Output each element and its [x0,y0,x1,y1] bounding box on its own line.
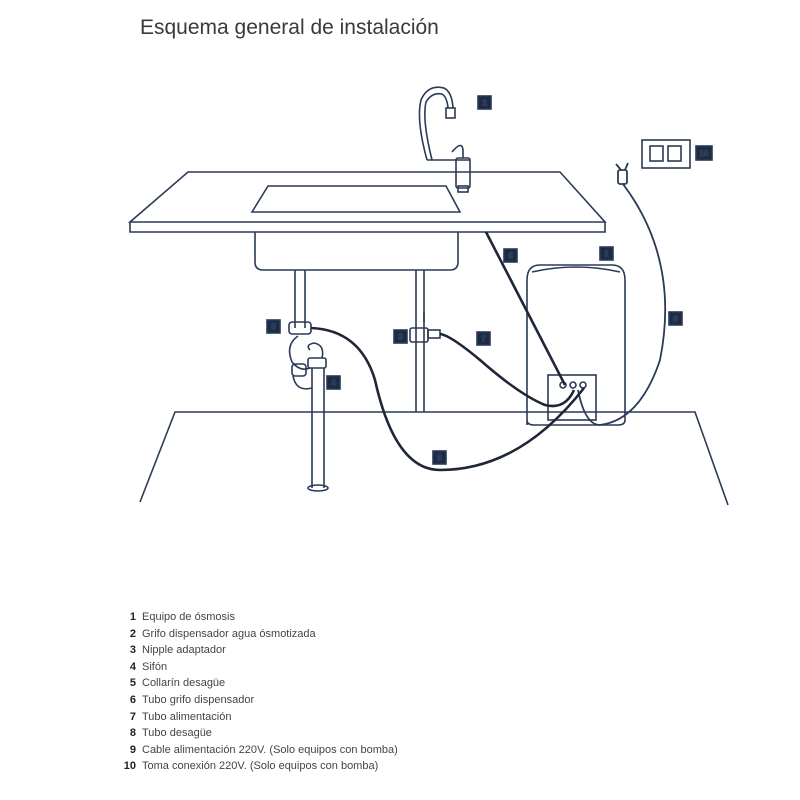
callout-1: 1 [599,246,614,261]
legend-number: 1 [129,611,136,623]
legend: 1 Equipo de ósmosis 2 Grifo dispensador ag… [114,609,398,775]
tube-7 [439,332,576,408]
legend-item: 4 Sifón [114,659,398,676]
svg-text:8: 8 [437,454,442,463]
svg-text:6: 6 [508,252,513,261]
callout-8: 8 [432,450,447,465]
svg-text:10: 10 [700,149,709,158]
callout-5: 5 [266,319,281,334]
callout-4: 4 [326,375,341,390]
sink [250,185,462,271]
legend-item: 7 Tubo alimentación [114,709,398,726]
floor [139,411,729,506]
legend-text: Collarín desagüe [142,677,226,690]
svg-text:7: 7 [481,335,486,344]
legend-number: 6 [129,693,136,706]
osmosis-unit [526,264,626,426]
legend-item: 8 Tubo desagüe [114,725,398,742]
callout-10: 10 [695,145,713,161]
power-cable [577,162,667,426]
legend-item: 3 Nipple adaptador [114,642,398,659]
legend-item: 1 Equipo de ósmosis [114,609,398,626]
legend-text: Sifón [142,660,168,673]
tube-6 [484,231,567,386]
tube-8 [310,326,586,472]
callout-9: 9 [668,311,683,326]
svg-text:4: 4 [331,379,336,388]
svg-text:1: 1 [604,250,609,259]
legend-text: Equipo de ósmosis [142,611,235,623]
faucet [418,86,471,193]
drain-pipes [288,270,441,492]
legend-number: 8 [129,727,136,740]
wall-outlet [641,139,691,169]
callout-3: 3 [393,329,408,344]
legend-item: 10 Toma conexión 220V. (Solo equipos con … [114,758,398,775]
svg-text:9: 9 [673,315,678,324]
legend-item: 6 Tubo grifo dispensador [114,692,398,709]
tubes [310,231,586,472]
callout-2: 2 [477,95,492,110]
legend-text: Toma conexión 220V. (Solo equipos con bo… [142,760,379,773]
legend-number: 5 [129,677,136,690]
legend-text: Tubo desagüe [142,727,212,740]
diagram-title: Esquema general de instalación [140,16,439,39]
callout-6: 6 [503,248,518,263]
legend-number: 9 [129,743,136,756]
callout-7: 7 [476,331,491,346]
legend-item: 5 Collarín desagüe [114,675,398,692]
legend-item: 2 Grifo dispensador agua ósmotizada [114,626,398,643]
legend-text: Cable alimentación 220V. (Solo equipos c… [142,743,398,756]
legend-number: 7 [129,710,136,723]
legend-text: Nipple adaptador [142,644,226,657]
svg-text:5: 5 [271,323,276,332]
legend-text: Tubo grifo dispensador [142,693,255,706]
legend-number: 2 [129,627,136,640]
legend-number: 3 [129,644,136,657]
legend-item: 9 Cable alimentación 220V. (Solo equipos … [114,742,398,759]
legend-text: Grifo dispensador agua ósmotizada [142,627,316,640]
countertop [127,171,607,233]
svg-text:3: 3 [398,333,403,342]
legend-number: 4 [129,660,136,673]
legend-number: 10 [123,760,136,773]
legend-text: Tubo alimentación [142,710,232,723]
svg-text:2: 2 [482,99,487,108]
